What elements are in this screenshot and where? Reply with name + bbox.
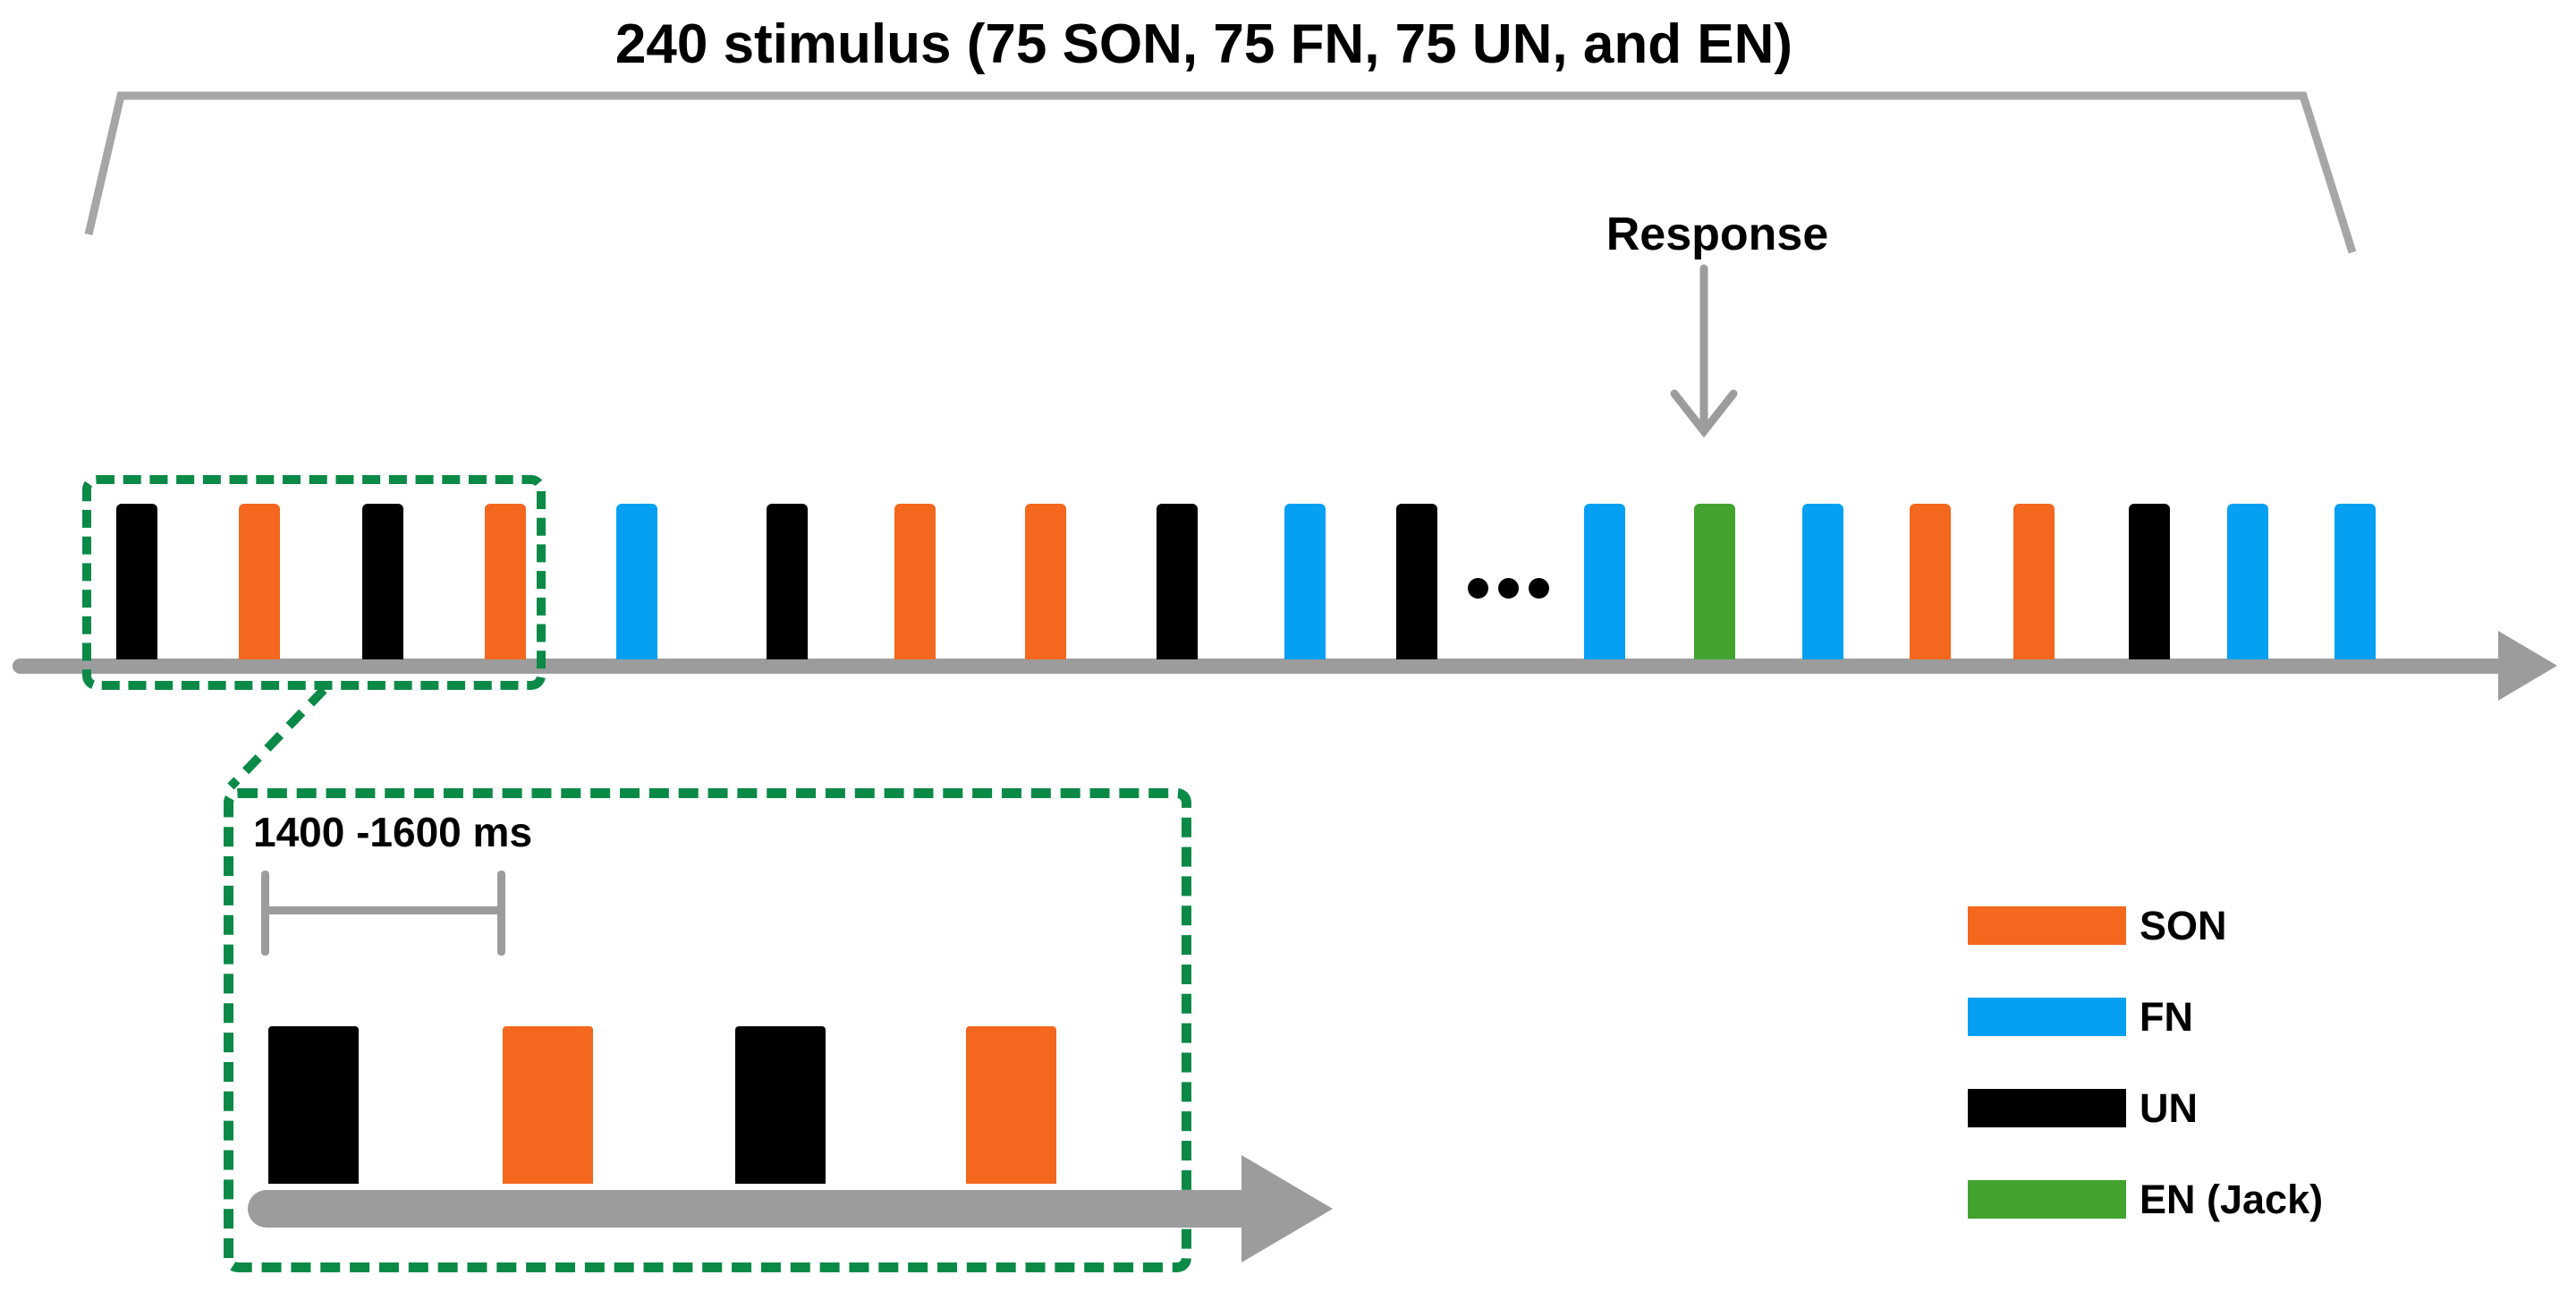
interval-measure-left-tick	[261, 871, 269, 956]
stimulus-bar-en	[1694, 504, 1735, 659]
ellipsis-dot	[1467, 577, 1488, 599]
legend-item-son: SON	[1968, 903, 2323, 948]
zoom-stimulus-bar-un	[735, 1026, 826, 1184]
zoom-timeline-arrowhead-icon	[1241, 1155, 1333, 1262]
interval-label: 1400 -1600 ms	[253, 809, 533, 855]
stimulus-bar-fn	[616, 504, 657, 659]
legend-item-en: EN (Jack)	[1968, 1177, 2324, 1222]
stimulus-bar-fn	[1802, 504, 1843, 659]
legend-label-en: EN (Jack)	[2140, 1177, 2324, 1222]
stimulus-bar-son	[2013, 504, 2055, 659]
stimulus-bar-un	[2129, 504, 2170, 659]
zoom-stimulus-bar-un	[268, 1026, 359, 1184]
stimulus-bar-un	[116, 504, 157, 659]
zoom-stimulus-bar-son	[503, 1026, 593, 1184]
top-bracket	[84, 91, 2357, 254]
main-timeline	[13, 659, 2500, 674]
stimulus-bar-son	[1025, 504, 1066, 659]
stimulus-bar-un	[362, 504, 403, 659]
legend-label-son: SON	[2140, 903, 2227, 948]
zoom-stimulus-bar-son	[966, 1026, 1056, 1184]
main-timeline-arrowhead-icon	[2498, 631, 2557, 701]
interval-measure-line	[265, 906, 501, 914]
highlighted-sequence-box	[82, 475, 546, 690]
stimulus-bar-son	[239, 504, 280, 659]
zoom-timeline	[248, 1190, 1243, 1228]
response-arrow-head	[1670, 389, 1738, 438]
legend-swatch-fn	[1968, 998, 2126, 1036]
stimulus-bar-un	[1396, 504, 1437, 659]
zoom-connector-dashed-line	[227, 686, 327, 790]
stimulus-bar-son	[1910, 504, 1951, 659]
figure-title: 240 stimulus (75 SON, 75 FN, 75 UN, and …	[614, 13, 1793, 75]
legend-swatch-un	[1968, 1089, 2126, 1127]
stimulus-bar-son	[894, 504, 936, 659]
stimulus-bar-fn	[1284, 504, 1326, 659]
stimulus-bar-fn	[2227, 504, 2268, 659]
stimulus-bar-fn	[1584, 504, 1625, 659]
interval-measure-right-tick	[497, 871, 505, 956]
response-label: Response	[1606, 208, 1829, 260]
stimulus-bar-un	[767, 504, 808, 659]
stimulus-bar-un	[1157, 504, 1198, 659]
stimulus-bar-son	[485, 504, 526, 659]
ellipsis-dot	[1528, 577, 1549, 599]
legend-label-fn: FN	[2140, 994, 2193, 1040]
legend-label-un: UN	[2140, 1085, 2198, 1131]
stimulus-bar-fn	[2334, 504, 2376, 659]
legend-item-un: UN	[1968, 1085, 2323, 1131]
legend: SON FN UN EN (Jack)	[1968, 903, 2324, 1222]
legend-swatch-en	[1968, 1180, 2126, 1219]
ellipsis-dot	[1497, 577, 1519, 599]
legend-swatch-son	[1968, 906, 2126, 945]
zoom-inset-box	[224, 788, 1191, 1272]
legend-item-fn: FN	[1968, 994, 2323, 1040]
